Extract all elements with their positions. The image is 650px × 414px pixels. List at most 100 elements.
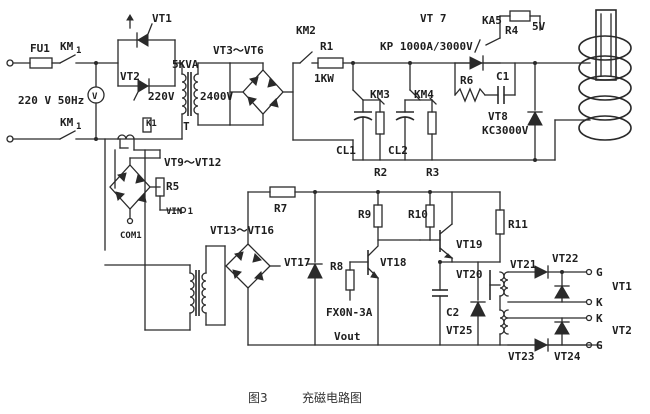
scr-vt1-vt2: [95, 14, 183, 101]
cap-bank-cl2: [395, 62, 437, 161]
label-km4: KM4: [414, 88, 434, 101]
label-r1: R1: [320, 40, 334, 53]
diode-vt25: [470, 300, 486, 317]
contact-km1-top: [59, 54, 76, 64]
label-supply: 220 V 50Hz: [18, 94, 84, 107]
transistor-vt19: [419, 191, 501, 346]
label-vt8: VT8: [488, 110, 508, 123]
transformer-t: [117, 62, 231, 140]
output-stage: [470, 191, 509, 346]
label-km2: KM2: [296, 24, 316, 37]
bridge-vt3-vt6: [229, 62, 294, 141]
freewheel-diode-vt8: [527, 62, 543, 161]
diode-vt22: [554, 285, 570, 299]
zener-vt17: [307, 191, 323, 346]
contact-ka5: [485, 37, 501, 46]
label-km1-bottom-sub: 1: [76, 122, 81, 132]
label-cl1: CL1: [336, 144, 356, 157]
label-g-1: G: [596, 266, 603, 279]
label-220v: 220V: [148, 90, 175, 103]
label-r10: R10: [408, 208, 428, 221]
caption-title: 充磁电路图: [302, 390, 362, 405]
label-km1-bottom: KM: [60, 116, 74, 129]
label-km3: KM3: [370, 88, 390, 101]
resistor-r6: [454, 87, 486, 103]
cap-bank-cl1: [352, 62, 385, 161]
label-vt3-vt6: VT3～VT6: [213, 44, 264, 57]
diode-vt23: [534, 338, 549, 352]
label-km1-top: KM: [60, 40, 74, 53]
label-r9: R9: [358, 208, 371, 221]
current-sensor-k1: [117, 117, 161, 151]
label-r4: R4: [505, 24, 519, 37]
label-vt7: VT 7: [420, 12, 447, 25]
label-c2: C2: [446, 306, 459, 319]
label-r5: R5: [166, 180, 179, 193]
label-vt21: VT21: [510, 258, 537, 271]
label-2400v: 2400V: [200, 90, 233, 103]
label-vt25: VT25: [446, 324, 473, 337]
pulse-output-vt1: [507, 265, 593, 306]
label-out-vt2: VT2: [612, 324, 632, 337]
label-g-2: G: [596, 339, 603, 352]
resistor-r4: [509, 10, 531, 22]
label-km1-top-sub: 1: [76, 46, 81, 56]
label-r8: R8: [330, 260, 343, 273]
label-vt9-vt12: VT9～VT12: [164, 156, 221, 169]
discharge-switch: [454, 10, 541, 104]
label-5kva: 5KVA: [172, 58, 199, 71]
label-vt13-vt16: VT13～VT16: [210, 224, 274, 237]
label-vt18: VT18: [380, 256, 407, 269]
control-supply: [104, 149, 281, 346]
label-vt23: VT23: [508, 350, 535, 363]
label-r7: R7: [274, 202, 287, 215]
resistor-r8: [345, 269, 355, 291]
label-vout: Vout: [334, 330, 361, 343]
contact-km1-bottom: [59, 130, 76, 140]
label-k-1: K: [596, 296, 603, 309]
label-vt2: VT2: [120, 70, 140, 83]
label-k1: K1: [146, 119, 157, 129]
label-r1-value: 1KW: [314, 72, 334, 85]
diode-vt24: [554, 321, 570, 335]
label-5v: 5V: [532, 20, 546, 33]
figure-caption: 图3 充磁电路图: [248, 390, 362, 405]
caption-figure-number: 图3: [248, 391, 268, 405]
resistor-r9: [373, 204, 383, 228]
label-r6: R6: [460, 74, 474, 87]
component-labels: FU1 KM 1 KM 1 220 V 50Hz V VT1 VT2 5KVA …: [18, 12, 632, 363]
contact-km4: [409, 89, 421, 101]
label-kp: KP 1000A/3000V: [380, 40, 473, 53]
label-fu1: FU1: [30, 42, 50, 55]
label-c1: C1: [496, 70, 510, 83]
diode-vt21: [534, 265, 549, 279]
label-vt22: VT22: [552, 252, 579, 265]
label-vt20: VT20: [456, 268, 483, 281]
ac-input: [6, 54, 119, 143]
label-r3: R3: [426, 166, 439, 179]
label-k-2: K: [596, 312, 603, 325]
fuse-fu1: [29, 57, 53, 69]
resistor-r7: [269, 186, 296, 198]
magnetizing-coil: [534, 9, 632, 161]
label-vin1: VIN 1: [166, 207, 193, 217]
label-ka5: KA5: [482, 14, 502, 27]
label-vt17: VT17: [284, 256, 311, 269]
transistor-vt18: [367, 191, 421, 346]
resistor-r2: [375, 111, 385, 135]
resistor-r1: [317, 57, 344, 69]
contact-km3: [352, 89, 364, 101]
dc-bus: [292, 51, 556, 162]
label-fx0n: FX0N-3A: [326, 306, 373, 319]
label-out-vt1: VT1: [612, 280, 632, 293]
label-com1: COM1: [120, 231, 142, 241]
scr-vt7: [469, 56, 484, 70]
label-kc: KC3000V: [482, 124, 529, 137]
pulse-output-vt2: [507, 314, 593, 352]
label-voltmeter: V: [92, 92, 98, 102]
label-vt19: VT19: [456, 238, 483, 251]
plc-input: [345, 261, 369, 301]
label-r2: R2: [374, 166, 387, 179]
